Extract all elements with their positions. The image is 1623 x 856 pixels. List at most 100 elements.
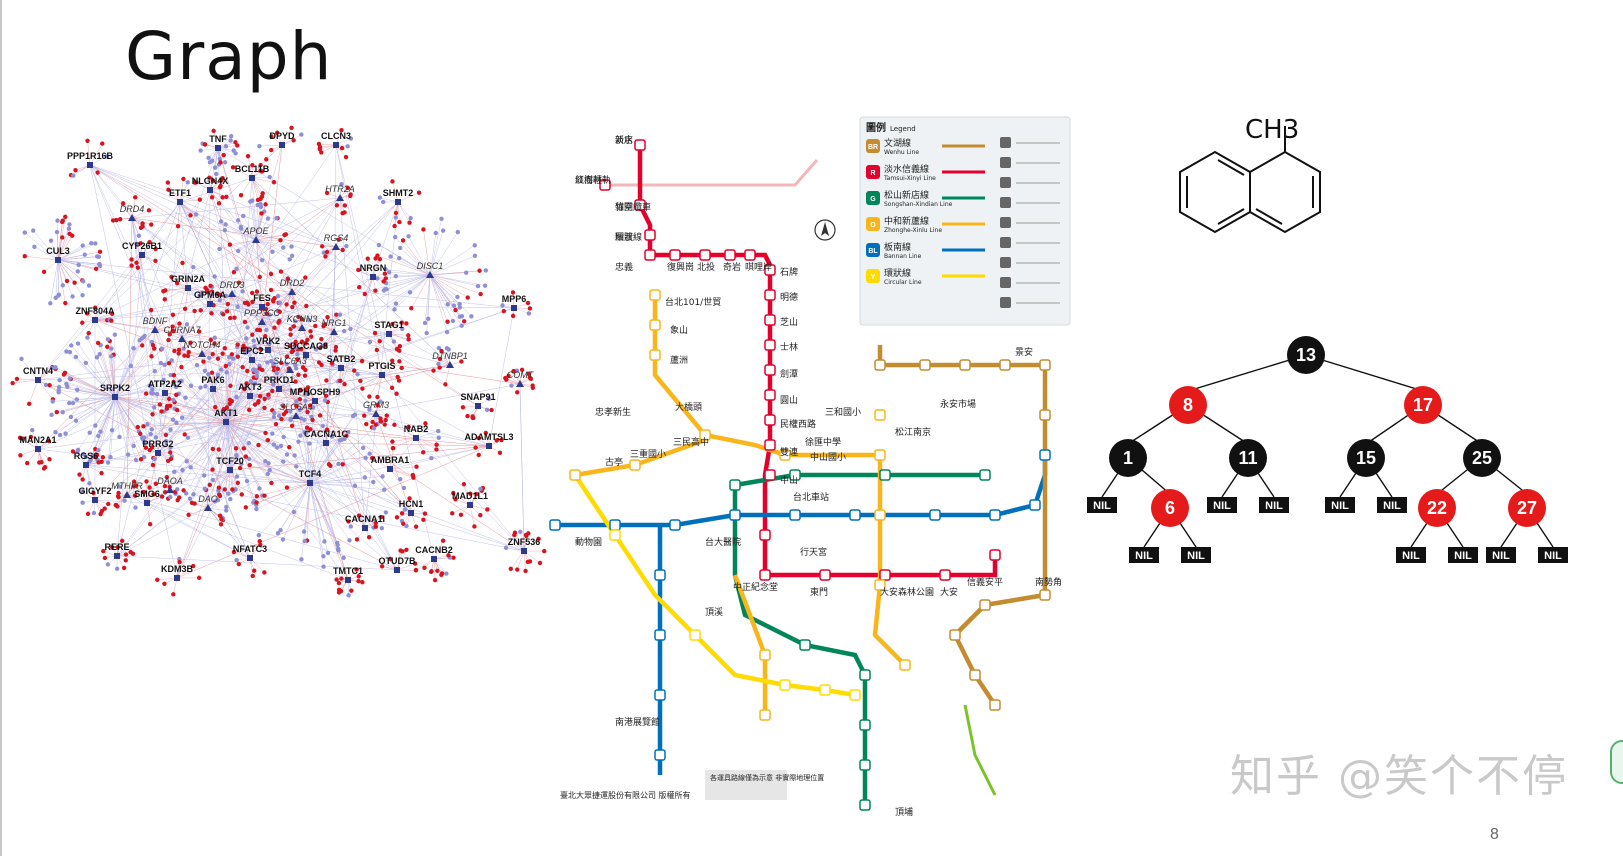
network-node (18, 453, 23, 458)
network-edge (255, 239, 290, 260)
network-node (464, 270, 469, 275)
station-label: 大橋頭 (675, 401, 702, 413)
network-edge (57, 259, 79, 266)
network-node (276, 413, 282, 419)
network-node (382, 271, 388, 276)
metro-station (874, 359, 886, 371)
network-node (86, 330, 91, 336)
metro-station (879, 569, 891, 581)
gene-marker (276, 386, 282, 392)
network-edge (67, 386, 116, 398)
network-node (278, 528, 283, 533)
network-edge (171, 360, 227, 423)
network-node (201, 359, 206, 364)
metro-station (874, 449, 886, 461)
network-edge (175, 421, 227, 494)
network-node (185, 353, 191, 359)
network-node (152, 346, 157, 351)
network-node (304, 303, 309, 309)
network-node (379, 514, 384, 520)
network-node (76, 262, 81, 268)
network-node (184, 491, 189, 496)
network-node (258, 542, 263, 547)
network-edge (225, 362, 282, 423)
network-node (56, 384, 62, 390)
network-edge (59, 380, 116, 398)
network-edge (114, 201, 181, 398)
network-node (324, 427, 330, 432)
network-node (289, 125, 294, 131)
metro-station (654, 569, 666, 581)
network-node (384, 413, 390, 418)
network-node (348, 192, 353, 197)
network-node (429, 455, 434, 461)
network-node (163, 438, 169, 444)
network-node (360, 580, 365, 585)
network-node (19, 356, 24, 362)
network-node (165, 180, 171, 185)
network-edge (218, 449, 231, 471)
network-node (219, 367, 224, 372)
network-edge (212, 369, 222, 390)
network-node (407, 290, 413, 295)
network-edge (267, 333, 390, 351)
network-node (105, 344, 110, 349)
network-edge (190, 421, 227, 468)
network-edge (58, 390, 116, 398)
network-edge (429, 274, 448, 305)
network-node (60, 410, 65, 415)
network-node (279, 416, 284, 422)
gene-label: CUL3 (46, 246, 70, 256)
network-edge (225, 338, 247, 423)
gene-marker (258, 318, 266, 325)
network-node (128, 363, 134, 369)
network-node (287, 257, 292, 262)
network-node (270, 431, 275, 436)
network-node (50, 399, 55, 404)
network-edge (24, 232, 59, 261)
network-node (192, 180, 198, 185)
network-node (73, 354, 79, 360)
network-node (485, 507, 490, 512)
network-node (229, 352, 235, 357)
network-node (299, 416, 304, 421)
network-edge (415, 437, 437, 450)
side-chat-button[interactable] (1610, 740, 1623, 784)
network-edge (116, 189, 211, 557)
network-node (175, 487, 180, 492)
legend-line-name-en: Circular Line (884, 279, 922, 286)
gene-marker (332, 243, 340, 250)
network-node (101, 548, 106, 554)
network-edge (225, 421, 305, 433)
network-node (445, 302, 450, 307)
network-node (293, 345, 298, 351)
network-node (277, 309, 282, 315)
network-edge (114, 365, 132, 398)
network-node (433, 230, 439, 236)
network-edge (114, 345, 154, 398)
network-edge (224, 469, 231, 490)
network-node (132, 493, 138, 498)
network-edge (225, 421, 234, 491)
network-node (340, 247, 345, 253)
network-node (122, 498, 127, 503)
network-node (321, 564, 326, 569)
slide-title: Graph (125, 18, 333, 95)
network-edge (433, 540, 444, 560)
network-node (141, 489, 146, 495)
line-yellow (573, 473, 856, 698)
gene-label: BCL11B (235, 164, 270, 174)
metro-station (669, 519, 681, 531)
network-node (460, 405, 466, 410)
network-node (393, 273, 398, 279)
network-node (281, 459, 286, 464)
network-node (288, 343, 293, 349)
network-node (333, 348, 338, 353)
gene-marker (330, 328, 338, 335)
network-node (245, 325, 250, 330)
network-edge (147, 421, 227, 425)
network-node (77, 472, 82, 477)
network-node (372, 330, 378, 336)
gene-marker (292, 412, 300, 419)
network-edge (107, 339, 116, 398)
